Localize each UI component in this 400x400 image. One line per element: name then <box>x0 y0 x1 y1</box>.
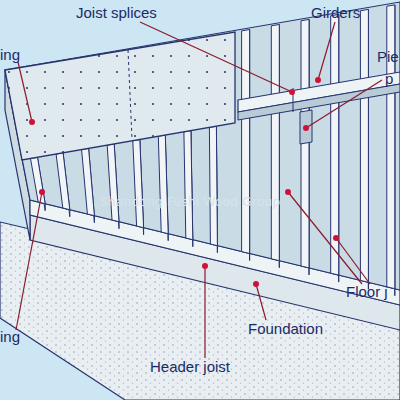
callout-dots <box>29 77 339 287</box>
floor-joist <box>184 131 193 240</box>
leader-line <box>16 192 42 330</box>
callout-dot <box>253 281 259 287</box>
sheathing-seam <box>128 50 132 139</box>
callout-dot <box>333 235 339 241</box>
floor-joist <box>107 144 119 222</box>
subfloor-sheathing <box>5 32 235 160</box>
part-label: ing <box>0 328 20 346</box>
floor-frame <box>5 2 400 290</box>
pier-post <box>300 110 312 144</box>
part-label: Pie <box>377 48 399 66</box>
floor-joist <box>271 25 279 261</box>
floor-joist <box>209 126 217 245</box>
watermark: Shandong Fushi Wood Group <box>100 193 280 211</box>
floor-joist <box>82 148 95 215</box>
floor-joist <box>31 157 46 203</box>
callout-dot <box>315 77 321 83</box>
callout-dot <box>202 263 208 269</box>
part-label: Foundation <box>248 320 323 338</box>
leader-line <box>204 266 205 358</box>
part-label: p <box>385 70 393 88</box>
floor-joist <box>331 14 339 275</box>
leader-line <box>336 238 370 284</box>
part-label: Header joist <box>150 358 230 376</box>
leader-line <box>18 62 32 122</box>
floor-joist <box>56 153 70 210</box>
part-label: Joist splices <box>76 4 157 22</box>
leader-line <box>288 192 362 284</box>
floor-joist <box>387 5 395 289</box>
callout-dot <box>29 119 35 125</box>
floor-joist <box>242 30 250 254</box>
leader-lines <box>16 22 382 358</box>
callout-dot <box>39 189 45 195</box>
leader-line <box>256 284 266 320</box>
part-label: ing <box>0 46 20 64</box>
girder-side <box>238 84 400 120</box>
leader-line <box>306 80 382 128</box>
part-label: Floor j <box>346 283 388 301</box>
floor-joist <box>158 135 168 234</box>
leader-line <box>318 22 335 80</box>
callout-dot <box>303 125 309 131</box>
part-label: Girders <box>311 4 360 22</box>
floor-joist <box>360 9 368 282</box>
callout-dot <box>289 89 295 95</box>
leader-line <box>140 22 292 92</box>
floor-joist <box>133 140 144 228</box>
callout-dot <box>285 189 291 195</box>
